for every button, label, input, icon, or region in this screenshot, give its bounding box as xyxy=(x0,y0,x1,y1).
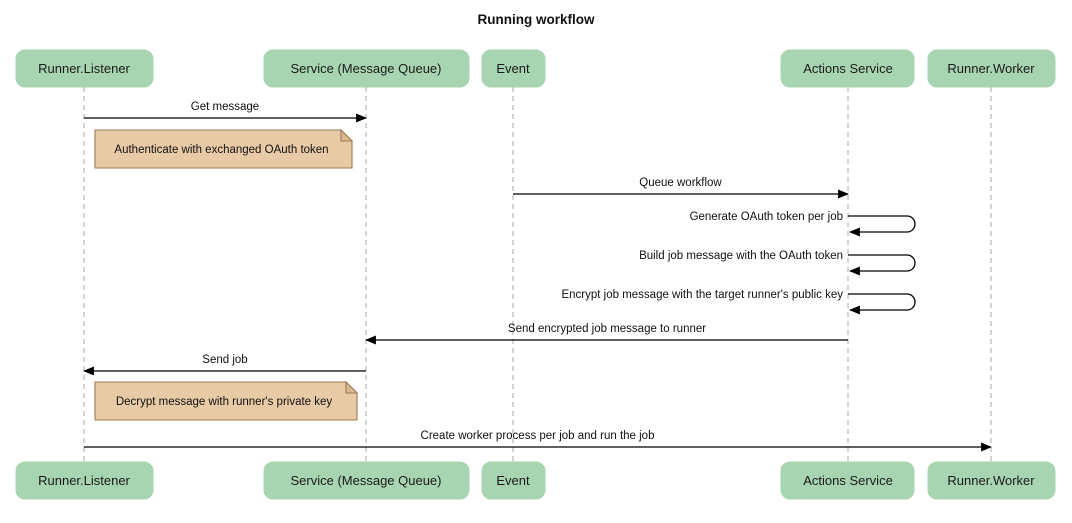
message-label: Create worker process per job and run th… xyxy=(421,430,655,442)
participant-label: Event xyxy=(496,473,530,488)
participant-box xyxy=(927,461,1056,500)
participant-actions-service-top[interactable]: Actions Service xyxy=(780,49,915,88)
note-label: Authenticate with exchanged OAuth token xyxy=(114,144,328,156)
message-self-loop-path xyxy=(848,215,916,237)
message-label: Build job message with the OAuth token xyxy=(639,250,843,262)
page-title: Running workflow xyxy=(478,12,595,27)
participant-box xyxy=(263,461,470,500)
participant-box xyxy=(263,49,470,88)
participant-service-mq-top[interactable]: Service (Message Queue) xyxy=(263,49,470,88)
message-label: Generate OAuth token per job xyxy=(690,211,843,223)
participant-label: Runner.Listener xyxy=(38,61,130,76)
note-fold-corner-icon xyxy=(345,380,359,394)
participant-label: Actions Service xyxy=(803,473,893,488)
participant-actions-service-bottom[interactable]: Actions Service xyxy=(780,461,915,500)
message-send-encrypted-job-message[interactable]: Send encrypted job message to runner xyxy=(365,323,848,345)
note-authenticate-note[interactable]: Authenticate with exchanged OAuth token xyxy=(94,128,354,169)
note-decrypt-note[interactable]: Decrypt message with runner's private ke… xyxy=(94,380,359,421)
participant-runner-listener-bottom[interactable]: Runner.Listener xyxy=(15,461,154,500)
message-generate-oauth-token-per-job[interactable]: Generate OAuth token per job xyxy=(690,211,916,237)
message-label: Get message xyxy=(191,101,259,113)
participant-box xyxy=(481,49,546,88)
message-label: Send encrypted job message to runner xyxy=(508,323,706,335)
participant-service-mq-bottom[interactable]: Service (Message Queue) xyxy=(263,461,470,500)
note-body xyxy=(94,381,358,421)
participant-runner-listener-top[interactable]: Runner.Listener xyxy=(15,49,154,88)
participant-runner-worker-top[interactable]: Runner.Worker xyxy=(927,49,1056,88)
message-label: Encrypt job message with the target runn… xyxy=(561,289,843,301)
participant-box xyxy=(15,461,154,500)
participant-label: Runner.Worker xyxy=(947,61,1035,76)
participant-box xyxy=(15,49,154,88)
note-body xyxy=(94,129,353,169)
participant-box xyxy=(481,461,546,500)
message-label: Queue workflow xyxy=(639,177,722,189)
participant-label: Event xyxy=(496,61,530,76)
participant-label: Actions Service xyxy=(803,61,893,76)
participant-event-top[interactable]: Event xyxy=(481,49,546,88)
participant-label: Runner.Worker xyxy=(947,473,1035,488)
participant-box xyxy=(780,461,915,500)
participant-label: Service (Message Queue) xyxy=(290,61,441,76)
message-build-job-message[interactable]: Build job message with the OAuth token xyxy=(639,250,916,276)
participant-runner-worker-bottom[interactable]: Runner.Worker xyxy=(927,461,1056,500)
participant-label: Runner.Listener xyxy=(38,473,130,488)
note-label: Decrypt message with runner's private ke… xyxy=(116,396,333,408)
participant-box xyxy=(927,49,1056,88)
message-encrypt-job-message[interactable]: Encrypt job message with the target runn… xyxy=(561,289,916,315)
message-label: Send job xyxy=(202,354,247,366)
participant-label: Service (Message Queue) xyxy=(290,473,441,488)
participant-box xyxy=(780,49,915,88)
message-get-message[interactable]: Get message xyxy=(84,101,367,123)
note-fold-corner-icon xyxy=(340,128,354,142)
message-self-loop-path xyxy=(848,254,916,276)
notes-group: Authenticate with exchanged OAuth tokenD… xyxy=(94,128,359,421)
message-queue-workflow[interactable]: Queue workflow xyxy=(513,177,849,199)
message-self-loop-path xyxy=(848,293,916,315)
message-send-job[interactable]: Send job xyxy=(83,354,366,376)
message-create-worker-process[interactable]: Create worker process per job and run th… xyxy=(84,430,992,452)
participant-event-bottom[interactable]: Event xyxy=(481,461,546,500)
